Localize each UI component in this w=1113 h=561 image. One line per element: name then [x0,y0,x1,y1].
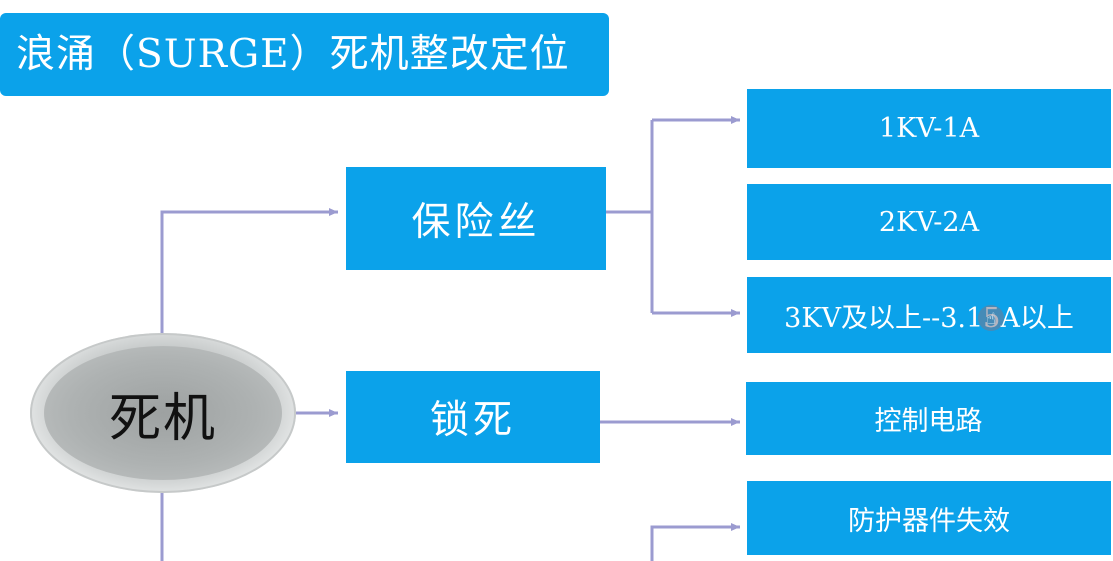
connector-protect [650,523,740,561]
leaf-node-2kv-2a: 2KV-2A [747,184,1111,260]
root-node-inner [44,346,282,480]
branch-node-lock: 锁死 [346,371,600,463]
connector-root-fuse [160,208,338,333]
leaf-node-protection-failure: 防护器件失效 [747,481,1111,555]
leaf-node-1kv-1a: 1KV-1A [747,89,1111,168]
leaf-node-control-circuit: 控制电路 [746,382,1111,455]
hand-pointer-icon: ☝ [978,305,1004,331]
branch-node-fuse: 保险丝 [346,167,606,270]
slide-title: 浪涌（SURGE）死机整改定位 [0,13,609,96]
root-node-label: 死机 [108,388,217,449]
leaf-node-3kv-and-above: 3KV及以上--3.15A以上 [747,277,1111,353]
